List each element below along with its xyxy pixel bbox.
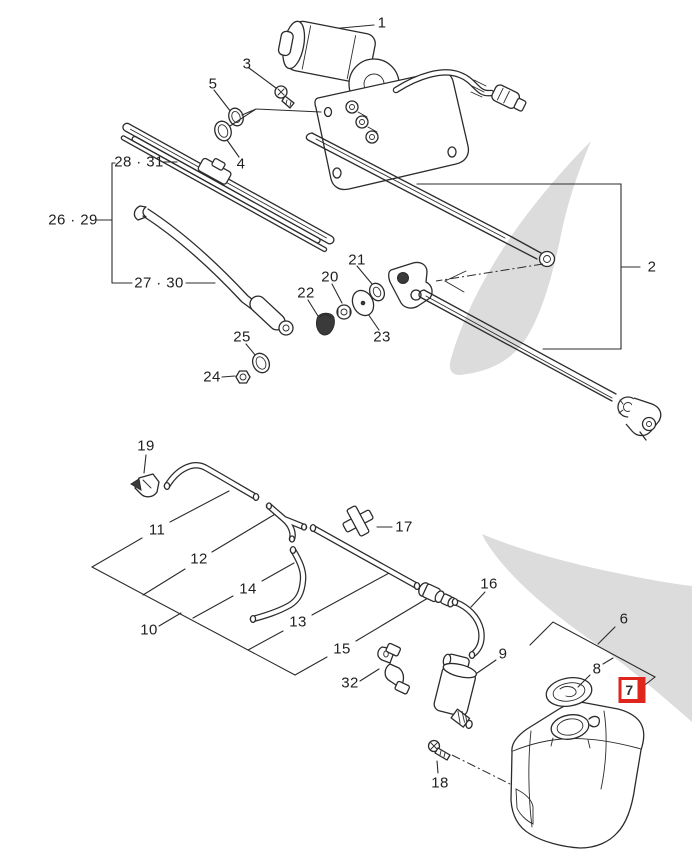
washer-hose-16	[451, 591, 486, 660]
linkage-rod-lower	[418, 289, 662, 441]
callout-5[interactable]: 5	[208, 75, 218, 93]
callout-20[interactable]: 20	[321, 268, 339, 286]
washer-hose-13	[309, 523, 421, 591]
pivot-washer-23	[351, 289, 380, 331]
callout-23[interactable]: 23	[373, 328, 391, 346]
tank-group-bracket	[529, 621, 656, 689]
callout-3[interactable]: 3	[242, 55, 252, 73]
arm-washer-25	[251, 352, 271, 374]
assembly-centerline-upper	[435, 263, 544, 282]
callout-13[interactable]: 13	[289, 613, 307, 631]
callout-6[interactable]: 6	[619, 610, 629, 628]
washer-pump	[433, 653, 497, 730]
callout-15[interactable]: 15	[333, 640, 351, 658]
callout-16[interactable]: 16	[480, 575, 498, 593]
highlighted-part-number: 7	[621, 680, 638, 699]
callout-14[interactable]: 14	[239, 580, 257, 598]
pivot-cap-22	[307, 299, 335, 336]
callout-2[interactable]: 2	[647, 258, 657, 276]
callout-28-31[interactable]: 28 · 31	[114, 153, 164, 171]
hose-clamp-32	[359, 642, 411, 695]
callout-21[interactable]: 21	[348, 251, 366, 269]
callout-27-30[interactable]: 27 · 30	[134, 274, 184, 292]
washer-hose-11	[163, 462, 260, 502]
linkage-pivot-joint	[617, 396, 662, 441]
washer-tank	[510, 701, 645, 849]
tank-neck-ring	[550, 714, 590, 740]
callout-17[interactable]: 17	[395, 518, 413, 536]
arm-group-bracket	[96, 161, 216, 284]
callout-9[interactable]: 9	[498, 645, 508, 663]
tank-screw-18	[427, 739, 451, 774]
callout-4[interactable]: 4	[236, 155, 246, 173]
linkage-group-bracket	[416, 183, 641, 350]
callout-32[interactable]: 32	[341, 674, 359, 692]
washer-nozzle	[130, 454, 160, 498]
wiper-blade	[120, 122, 335, 253]
arm-nut-24	[235, 370, 251, 384]
callout-22[interactable]: 22	[297, 284, 315, 302]
washer-4	[214, 120, 232, 142]
callout-11[interactable]: 11	[148, 521, 166, 539]
callout-24[interactable]: 24	[203, 368, 221, 386]
callout-26-29[interactable]: 26 · 29	[48, 211, 98, 229]
pivot-nut-20	[331, 283, 352, 320]
watermark-sail-upper	[449, 141, 591, 375]
washer-hose-14	[249, 545, 307, 624]
callout-7-highlighted[interactable]: 7	[618, 677, 646, 703]
callout-8[interactable]: 8	[592, 660, 602, 678]
hose-clip-17	[342, 505, 393, 537]
pivot-ring-21	[356, 265, 386, 302]
wiper-motor	[277, 20, 527, 191]
callout-25[interactable]: 25	[233, 328, 251, 346]
motor-wire-harness	[392, 69, 527, 112]
callout-12[interactable]: 12	[190, 550, 208, 568]
linkage-crank	[387, 261, 433, 309]
check-valve-15	[418, 582, 456, 608]
motor-mount-screw	[213, 67, 322, 158]
callout-18[interactable]: 18	[431, 774, 449, 792]
hose-group-leaders	[91, 490, 429, 676]
assembly-centerline-tank	[451, 754, 517, 788]
wiper-arm	[133, 205, 294, 384]
callout-1[interactable]: 1	[377, 14, 387, 32]
motor-bolts	[345, 100, 379, 144]
linkage-rod-upper	[305, 132, 556, 268]
callout-10[interactable]: 10	[140, 621, 158, 639]
alignment-mark	[444, 270, 467, 293]
watermark-sail-lower	[482, 534, 692, 722]
washer-hose-y-connector	[265, 502, 308, 543]
callout-19[interactable]: 19	[137, 437, 155, 455]
